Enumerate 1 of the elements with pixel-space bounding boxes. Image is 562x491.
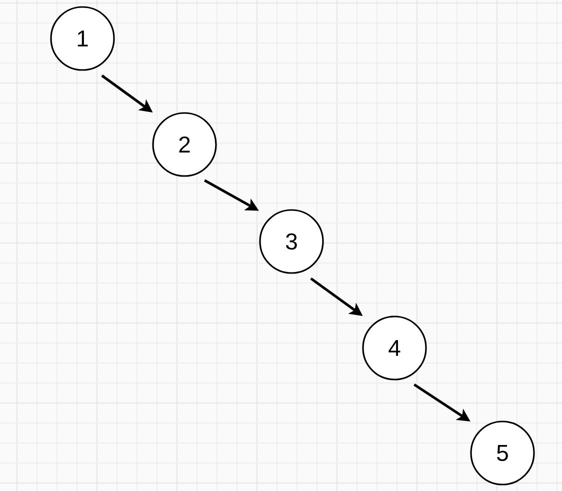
node-label: 5 bbox=[497, 444, 508, 462]
